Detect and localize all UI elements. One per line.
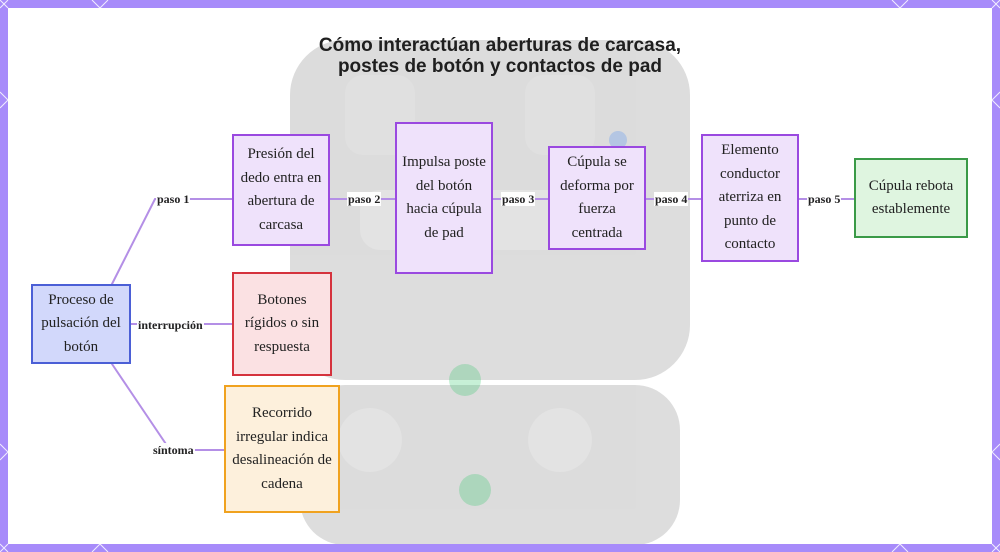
node-step5-text: Cúpula rebota establemente: [868, 177, 954, 218]
edge-label-paso-1: paso 1: [156, 192, 191, 206]
frame-bottom: [0, 544, 1000, 552]
node-step1-text: Presión del dedo entra en abertura de ca…: [240, 146, 322, 233]
node-recorrido-irregular: Recorrido irregular indica desalineación…: [224, 385, 340, 513]
edge-label-paso-4: paso 4: [654, 192, 689, 206]
edge-label-interrupcion: interrupción: [137, 318, 204, 332]
node-start-text: Proceso de pulsación del botón: [41, 291, 121, 355]
node-proceso-de-pulsacion: Proceso de pulsación del botón: [31, 284, 131, 364]
edge-paso-1: [111, 198, 233, 285]
frame-right: [992, 0, 1000, 552]
node-cupula-rebota: Cúpula rebota establemente: [854, 158, 968, 238]
frame-left: [0, 0, 8, 552]
node-impulsa-poste: Impulsa poste del botón hacia cúpula de …: [395, 122, 493, 274]
node-botones-rigidos: Botones rígidos o sin respuesta: [232, 272, 332, 376]
edge-label-sintoma: síntoma: [152, 443, 195, 457]
node-symptom-text: Recorrido irregular indica desalineación…: [232, 405, 332, 492]
node-cupula-se-deforma: Cúpula se deforma por fuerza centrada: [548, 146, 646, 250]
node-step3-text: Cúpula se deforma por fuerza centrada: [560, 154, 634, 241]
node-step4-text: Elemento conductor aterriza en punto de …: [718, 142, 782, 253]
frame-top: [0, 0, 1000, 8]
edge-sintoma: [111, 363, 225, 451]
diagram-title: Cómo interactúan aberturas de carcasa, p…: [318, 35, 682, 77]
node-elemento-conductor: Elemento conductor aterriza en punto de …: [701, 134, 799, 262]
node-presion-del-dedo: Presión del dedo entra en abertura de ca…: [232, 134, 330, 246]
edge-label-paso-3: paso 3: [501, 192, 536, 206]
node-step2-text: Impulsa poste del botón hacia cúpula de …: [402, 154, 486, 241]
edge-label-paso-5: paso 5: [807, 192, 842, 206]
node-interruption-text: Botones rígidos o sin respuesta: [244, 291, 320, 355]
edge-label-paso-2: paso 2: [347, 192, 382, 206]
